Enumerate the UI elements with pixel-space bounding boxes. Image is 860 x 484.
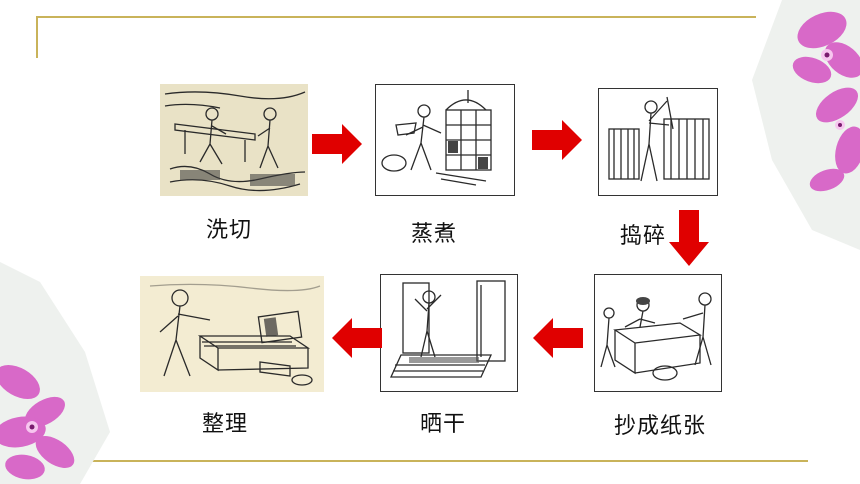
step-6-illustration-organizing [140, 276, 324, 392]
step-5-illustration-drying [380, 274, 518, 392]
step-3-illustration-pounding [598, 88, 718, 196]
step-1-label: 洗切 [206, 218, 253, 243]
arrow-right-icon [312, 124, 362, 164]
flower-icon [752, 0, 860, 250]
step-4-illustration-forming-paper [594, 274, 722, 392]
arrow-right-icon [532, 120, 582, 160]
step-1-illustration-washing-cutting [160, 84, 308, 196]
arrow-left-icon [533, 318, 583, 358]
left-border-line [36, 16, 38, 58]
arrow-left-icon [332, 318, 382, 358]
arrow-down-icon [669, 210, 709, 266]
step-2-label: 蒸煮 [411, 222, 458, 247]
flower-icon [0, 262, 110, 484]
bottom-border-line [92, 460, 808, 462]
step-6-label: 整理 [202, 412, 249, 437]
step-2-illustration-steaming-boiling [375, 84, 515, 196]
step-5-label: 晒干 [420, 412, 467, 437]
step-4-label: 抄成纸张 [614, 414, 707, 439]
step-3-label: 捣碎 [620, 224, 667, 249]
top-border-line [36, 16, 756, 18]
